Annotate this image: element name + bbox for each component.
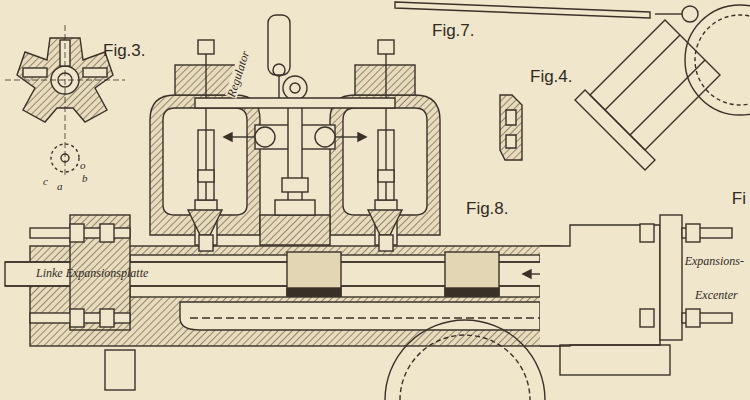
part-label: Excenter (693, 289, 740, 301)
point-letter: o (80, 160, 86, 171)
part-label: Expansions- (683, 255, 746, 267)
point-letter: b (82, 173, 88, 184)
point-letter: a (57, 181, 63, 192)
figure-label: Fi (732, 190, 746, 207)
figure-label: Fig.7. (432, 22, 475, 39)
figure-label: Fig.8. (466, 200, 509, 217)
part-label: Linke Expansionsplatte (36, 267, 148, 279)
point-letter: c (43, 176, 48, 187)
figure-label: Fig.4. (530, 68, 573, 85)
figure-label: Fig.3. (103, 42, 146, 59)
